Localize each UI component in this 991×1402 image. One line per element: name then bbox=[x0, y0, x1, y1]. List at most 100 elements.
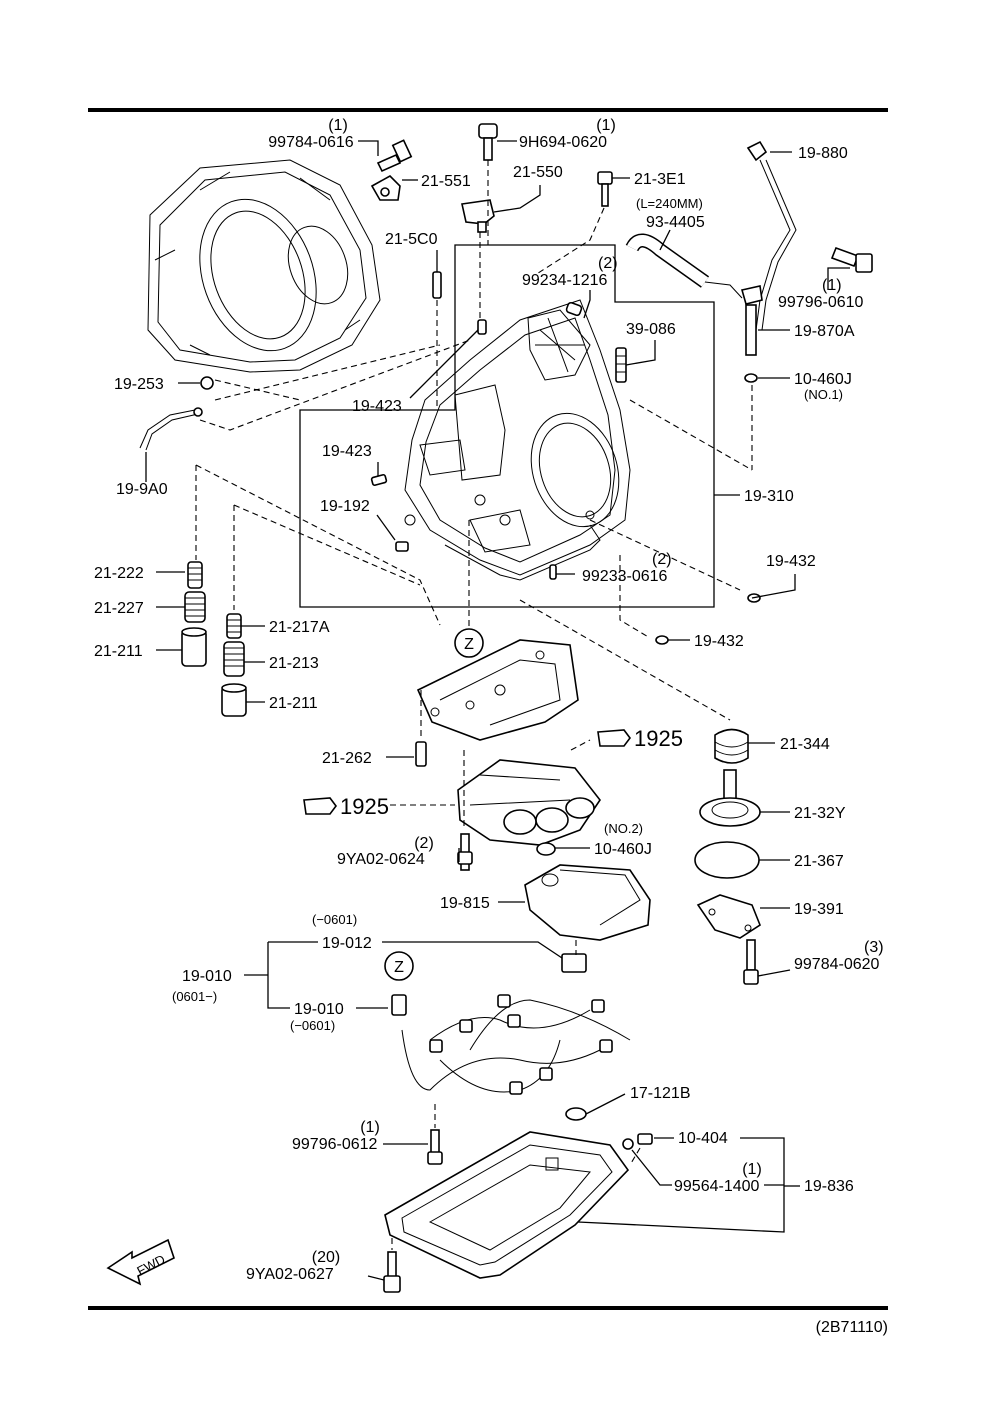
range-label: (0601−) bbox=[172, 989, 217, 1004]
part-label: 99233-0616 bbox=[582, 568, 668, 585]
part-label: 21-262 bbox=[322, 750, 372, 767]
bolt-99784-0616 bbox=[376, 139, 413, 173]
svg-text:Z: Z bbox=[464, 636, 474, 653]
part-label: 19-880 bbox=[798, 145, 848, 162]
part-label: 10-460J bbox=[594, 841, 652, 858]
part-label: 19-423 bbox=[322, 443, 372, 460]
part-label: 21-3E1 bbox=[634, 171, 686, 188]
diagram-code: (2B71110) bbox=[816, 1319, 888, 1336]
cover-19-391 bbox=[696, 894, 761, 939]
bolt-99784-0620 bbox=[743, 939, 759, 985]
spring-21-217a bbox=[226, 613, 242, 639]
valve-body bbox=[457, 759, 601, 846]
spring-21-227 bbox=[184, 591, 206, 623]
svg-text:Z: Z bbox=[394, 959, 404, 976]
bolt-99796-0612 bbox=[427, 1129, 443, 1165]
part-label: 17-121B bbox=[630, 1085, 691, 1102]
z-marker: Z bbox=[384, 951, 414, 981]
connector-19-012 bbox=[561, 953, 587, 973]
pipe-19-9a0 bbox=[139, 407, 203, 451]
part-label: 19-310 bbox=[744, 488, 794, 505]
bolt-21-3e1 bbox=[597, 171, 613, 207]
piston-21-211-a bbox=[181, 627, 207, 667]
part-label: 19-010 bbox=[294, 1001, 344, 1018]
part-labels: (1) 99784-0616 (1) 9H694-0620 19-880 21-… bbox=[94, 117, 888, 1336]
sensor-21-550 bbox=[461, 199, 495, 233]
part-label: 93-4405 bbox=[646, 214, 705, 231]
part-label: 19-391 bbox=[794, 901, 844, 918]
note-label: (NO.2) bbox=[604, 821, 643, 836]
qty-label: (20) bbox=[312, 1249, 340, 1266]
part-label: 19-9A0 bbox=[116, 481, 168, 498]
oil-strainer-19-815 bbox=[524, 864, 651, 941]
oil-pan-19-836 bbox=[384, 1131, 630, 1279]
qty-label: (1) bbox=[822, 277, 842, 294]
pointer-hand-icon bbox=[303, 797, 337, 815]
plug-19-192 bbox=[395, 541, 409, 552]
spring-21-344 bbox=[714, 728, 749, 764]
qty-label: (1) bbox=[742, 1161, 762, 1178]
dipstick-19-880 bbox=[746, 140, 797, 331]
part-label: 19-836 bbox=[804, 1178, 854, 1195]
magnet-17-121b bbox=[565, 1107, 587, 1121]
piston-21-211-b bbox=[221, 683, 247, 717]
spring-21-222 bbox=[187, 561, 203, 589]
transaxle-case bbox=[404, 299, 631, 581]
transmission-housing bbox=[147, 159, 381, 373]
part-label: 9YA02-0624 bbox=[337, 851, 425, 868]
z-marker: Z bbox=[454, 628, 484, 658]
transaxle-case-box bbox=[299, 244, 715, 608]
part-label: 21-211 bbox=[269, 695, 318, 712]
qty-label: (1) bbox=[596, 117, 616, 134]
separator-plate bbox=[416, 639, 579, 741]
qty-label: (1) bbox=[360, 1119, 380, 1136]
range-label: (−0601) bbox=[290, 1018, 335, 1033]
figure-ref-label: 1925 bbox=[634, 726, 683, 751]
part-label: 39-086 bbox=[626, 321, 676, 338]
part-label: 99796-0610 bbox=[778, 294, 864, 311]
part-label: 9H694-0620 bbox=[519, 134, 607, 151]
part-label: 99784-0620 bbox=[794, 956, 880, 973]
plug-21-262 bbox=[415, 741, 427, 767]
range-label: (−0601) bbox=[312, 912, 357, 927]
part-label: 19-192 bbox=[320, 498, 370, 515]
qty-label: (2) bbox=[414, 835, 434, 852]
part-label: 21-551 bbox=[421, 173, 471, 190]
leader-lines bbox=[145, 140, 850, 1281]
part-label: 99234-1216 bbox=[522, 272, 608, 289]
part-label: 21-32Y bbox=[794, 805, 846, 822]
qty-label: (1) bbox=[328, 117, 348, 134]
part-label: 19-010 bbox=[182, 968, 232, 985]
part-label: 21-217A bbox=[269, 619, 330, 636]
part-label: 99784-0616 bbox=[268, 134, 354, 151]
oring-10-460j-no1 bbox=[744, 373, 758, 383]
part-label: 9YA02-0627 bbox=[246, 1266, 334, 1283]
plug-19-253 bbox=[200, 376, 214, 390]
part-label: 19-012 bbox=[322, 935, 372, 952]
wiring-harness-19-010 bbox=[391, 994, 631, 1095]
part-label: 10-460J bbox=[794, 371, 852, 388]
part-label: 19-432 bbox=[694, 633, 744, 650]
part-label: 21-550 bbox=[513, 164, 563, 181]
bolt-9ya02-0627 bbox=[383, 1251, 401, 1293]
part-label: 21-5C0 bbox=[385, 231, 438, 248]
part-label: 19-870A bbox=[794, 323, 855, 340]
hose-93-4405 bbox=[625, 233, 743, 299]
spring-21-213 bbox=[223, 641, 245, 677]
part-label: 19-815 bbox=[440, 895, 490, 912]
part-label: 21-222 bbox=[94, 565, 144, 582]
bolt-19-423-a bbox=[477, 319, 487, 335]
bolt-99796-0610 bbox=[830, 246, 873, 273]
pointer-hand-icon bbox=[597, 729, 631, 747]
oring-19-432-b bbox=[655, 635, 669, 645]
part-label: 99796-0612 bbox=[292, 1136, 378, 1153]
part-label: 21-344 bbox=[780, 736, 830, 753]
length-note: (L=240MM) bbox=[636, 196, 703, 211]
part-label: 21-211 bbox=[94, 643, 143, 660]
part-label: 19-423 bbox=[352, 398, 402, 415]
sensor-21-551 bbox=[370, 175, 401, 201]
part-label: 21-227 bbox=[94, 600, 144, 617]
plug-10-404 bbox=[622, 1133, 653, 1150]
fwd-arrow-icon bbox=[106, 1238, 175, 1286]
